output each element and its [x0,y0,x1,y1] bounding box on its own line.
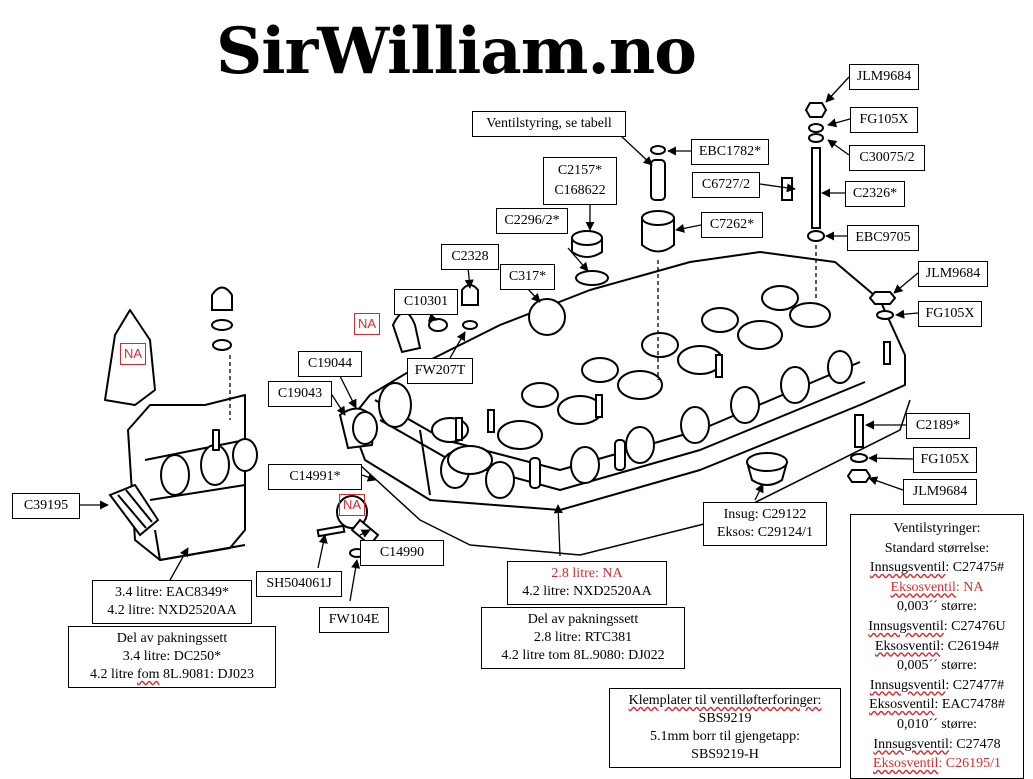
ventil-row-kind: Innsugsventil [873,736,949,752]
label-jlm9684-mid: JLM9684 [918,261,988,287]
ventil-row: Innsugsventil: C27475# [855,558,1019,578]
left-gasket-line3-pre: 4.2 litre [89,667,137,682]
ventil-row: Eksosventil: NA [855,578,1019,598]
label-ebc9705: EBC9705 [847,225,919,251]
label-c317: C317* [500,264,555,290]
ventil-row-value: : C27477# [945,677,1005,693]
label-c2157-line1: C2157* [557,163,603,178]
ventil-row-value: : C27475# [945,560,1005,576]
mid-part-box: 2.8 litre: NA 4.2 litre: NXD2520AA [507,561,667,605]
left-part-box: 3.4 litre: EAC8349* 4.2 litre: NXD2520AA [92,580,252,624]
ventil-row: Innsugsventil: C27477# [855,676,1019,696]
na-marker-left: NA [120,343,147,365]
label-fg105x-top: FG105X [850,107,918,133]
ventil-table: Ventilstyringer: Standard størrelse: Inn… [850,514,1024,779]
left-gasket-line3-fom: fom [136,667,160,682]
ventil-row-value: : NA [955,579,984,595]
valve-guide-parts [528,145,789,486]
ventil-row-kind: Eksosventil [869,697,935,713]
ventil-row-kind: Innsugsventil [869,560,946,576]
mid-gasket-box: Del av pakningssett 2.8 litre: RTC381 4.… [481,607,685,669]
label-fw104e: FW104E [319,607,389,633]
label-fw207t: FW207T [407,358,473,384]
label-jlm9684-low: JLM9684 [903,479,977,505]
label-jlm9684-top: JLM9684 [849,64,919,90]
label-c7262: C7262* [701,212,763,238]
c39195-part [108,483,160,537]
ventil-row-kind: Eksosventil [873,756,939,772]
label-ventilstyring: Ventilstyring, se tabell [472,111,626,137]
label-c2296: C2296/2* [496,208,568,234]
ventil-row-value: : EAC7478# [934,697,1005,713]
ventil-table-heading: Ventilstyringer: [893,521,981,536]
label-ebc1782: EBC1782* [691,139,769,165]
ventil-table-standard: Standard størrelse: [884,540,990,556]
label-c30075: C30075/2 [849,145,925,171]
mid-part-line1: 2.8 litre: NA [551,566,623,581]
ventil-size-row: 0,010´´ større: [896,716,978,732]
left-gasket-line3: 4.2 litre fom 8L.9081: DJ023 [75,666,269,684]
left-gasket-box: Del av pakningssett 3.4 litre: DC250* 4.… [68,626,276,688]
klemplater-line2: SBS9219 [698,711,752,726]
label-c14991: C14991* [268,464,362,490]
insug-box: Insug: C29122 Eksos: C29124/1 [703,502,827,546]
klemplater-line3: 5.1mm borr til gjengetapp: [649,729,801,744]
na-marker-center: NA [354,313,381,335]
label-fg105x-low: FG105X [913,447,977,473]
site-title: SirWilliam.no [216,14,697,89]
insug-line1: Insug: C29122 [723,507,807,522]
left-gasket-line2: 3.4 litre: DC250* [122,649,222,664]
ventil-size-row: 0,005´´ større: [896,658,978,674]
ventil-row: Innsugsventil: C27476U [855,617,1019,637]
left-stack-parts [211,286,233,420]
left-part-line2: 4.2 litre: NXD2520AA [107,603,237,618]
label-c14990: C14990 [360,540,444,566]
klemplater-box: Klemplater til ventilløfterforinger: SBS… [609,688,841,768]
ventil-row-kind: Eksosventil [890,579,956,595]
label-c19043: C19043 [268,381,332,407]
ventil-row: Eksosventil: C26194# [855,637,1019,657]
ventil-row: Innsugsventil: C27478 [855,735,1019,755]
mid-gasket-line1: Del av pakningssett [527,612,639,627]
label-c2189: C2189* [906,413,970,439]
ventil-row-value: : C27476U [943,618,1006,634]
label-c2157: C2157* C168622 [543,157,617,205]
ventil-row-value: : C27478 [948,736,1001,752]
label-c6727: C6727/2 [692,172,760,198]
label-c2328: C2328 [441,244,499,270]
ports [440,350,853,499]
ventil-row-value: : C26194# [940,638,1000,654]
klemplater-line1-text: Klemplater til ventilløfterforinger: [628,693,822,708]
label-c2326: C2326* [845,181,905,207]
ventil-row-kind: Innsugsventil [868,618,944,634]
studs [455,341,891,441]
ventil-row-value: : C26195/1 [938,756,1001,772]
mid-gasket-line3: 4.2 litre tom 8L.9080: DJ022 [501,648,665,663]
mid-gasket-line2: 2.8 litre: RTC381 [533,630,633,645]
left-gasket-line3-post: 8L.9081: DJ023 [159,667,255,682]
label-c2157-line2: C168622 [554,183,606,198]
ventil-size-row: 0,003´´ større: [896,599,978,615]
leader-lines [80,76,919,602]
label-c39195: C39195 [12,493,80,519]
label-fg105x-mid: FG105X [918,301,982,327]
ventil-row: Eksosventil: C26195/1 [855,754,1019,774]
insug-line2: Eksos: C29124/1 [716,525,814,540]
bearing-towers [378,285,831,475]
klemplater-line1: Klemplater til ventilløfterforinger: [616,692,834,710]
ventil-row: Eksosventil: EAC7478# [855,695,1019,715]
label-c19044: C19044 [298,351,362,377]
label-c10301: C10301 [394,289,458,315]
ventil-row-kind: Innsugsventil [869,677,946,693]
left-part-line1: 3.4 litre: EAC8349* [115,585,229,600]
label-sh504061j: SH504061J [256,571,342,597]
left-gasket-line1: Del av pakningssett [116,631,228,646]
mid-part-line2: 4.2 litre: NXD2520AA [522,584,652,599]
ventil-row-kind: Eksosventil [874,638,941,654]
na-marker-lower: NA [339,494,366,516]
klemplater-line4: SBS9219-H [691,747,759,762]
